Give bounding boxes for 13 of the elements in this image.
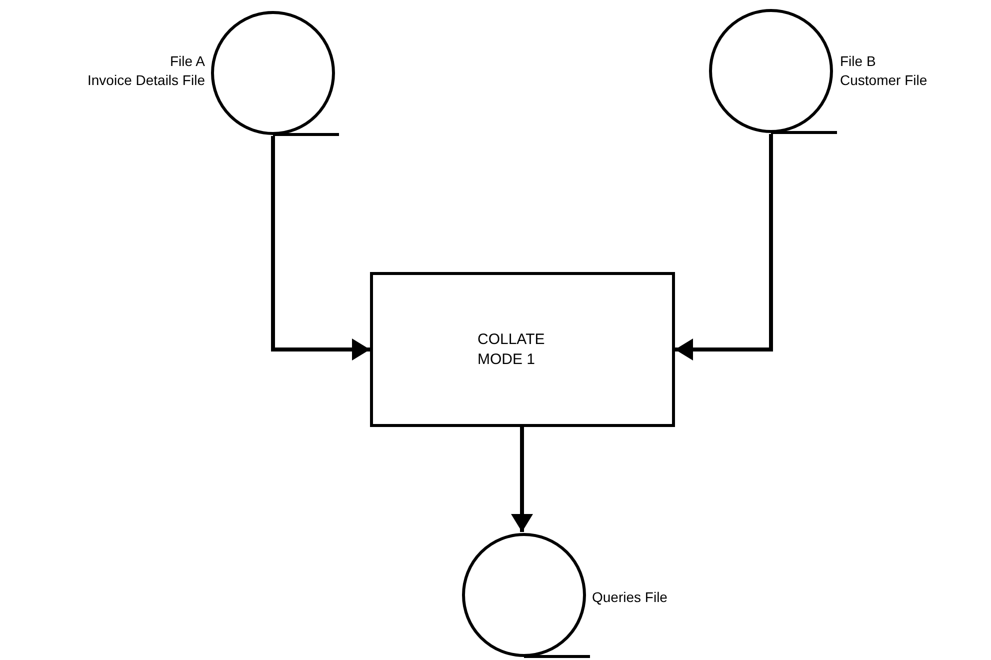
file-label: File A [170, 52, 205, 70]
file-label: Queries File [592, 588, 668, 606]
arrow [675, 134, 773, 360]
file-label: File B [840, 52, 876, 70]
arrow [511, 427, 533, 532]
file-label: Customer File [840, 71, 928, 89]
arrow [271, 136, 370, 360]
tape-reel-symbol [709, 8, 837, 134]
file-label: Invoice Details File [88, 71, 205, 89]
tape-reel-symbol [211, 10, 339, 136]
process-label: COLLATE MODE 1 [478, 330, 546, 370]
tape-reel-symbol [462, 532, 590, 658]
process-box [370, 272, 675, 427]
